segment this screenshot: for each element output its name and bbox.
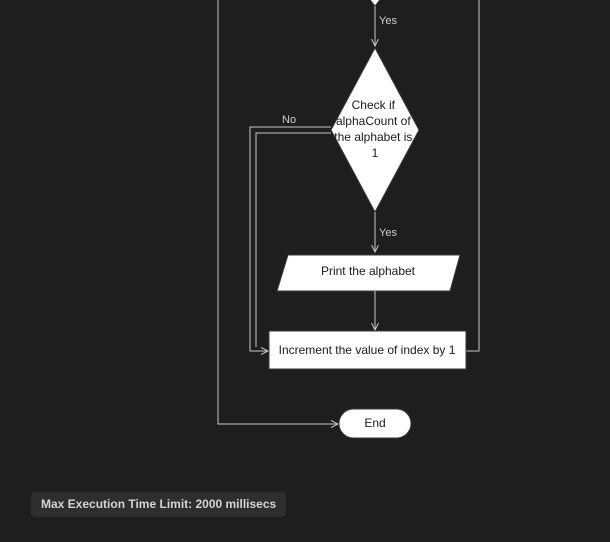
edge-no-branch — [249, 126, 331, 351]
decision-text: Check if alphaCount of the alphabet is 1 — [334, 98, 415, 160]
edge-label-no: No — [282, 114, 296, 126]
decision-line-2: alphaCount of — [336, 114, 411, 128]
increment-text: Increment the value of index by 1 — [279, 343, 456, 357]
flowchart-diagram: Yes Check if alphaCount of the alphabet … — [217, 0, 480, 439]
decision-line-3: the alphabet is — [334, 130, 412, 144]
edge-increment-loop-back — [466, 0, 480, 352]
print-text: Print the alphabet — [321, 264, 416, 278]
increment-rectangle — [268, 330, 467, 370]
end-text: End — [364, 416, 385, 430]
edge-label-yes-bottom: Yes — [379, 227, 397, 239]
decision-line-4: 1 — [372, 146, 379, 160]
time-limit-badge: Max Execution Time Limit: 2000 millisecs — [31, 492, 287, 517]
print-parallelogram — [276, 254, 461, 292]
prev-decision-diamond — [369, 0, 381, 7]
end-terminator — [338, 408, 412, 439]
edge-no-branch-inner — [255, 132, 331, 347]
edge-label-yes-top: Yes — [379, 15, 397, 27]
decision-line-1: Check if — [352, 98, 396, 112]
edge-loop-exit-to-end — [217, 0, 338, 424]
